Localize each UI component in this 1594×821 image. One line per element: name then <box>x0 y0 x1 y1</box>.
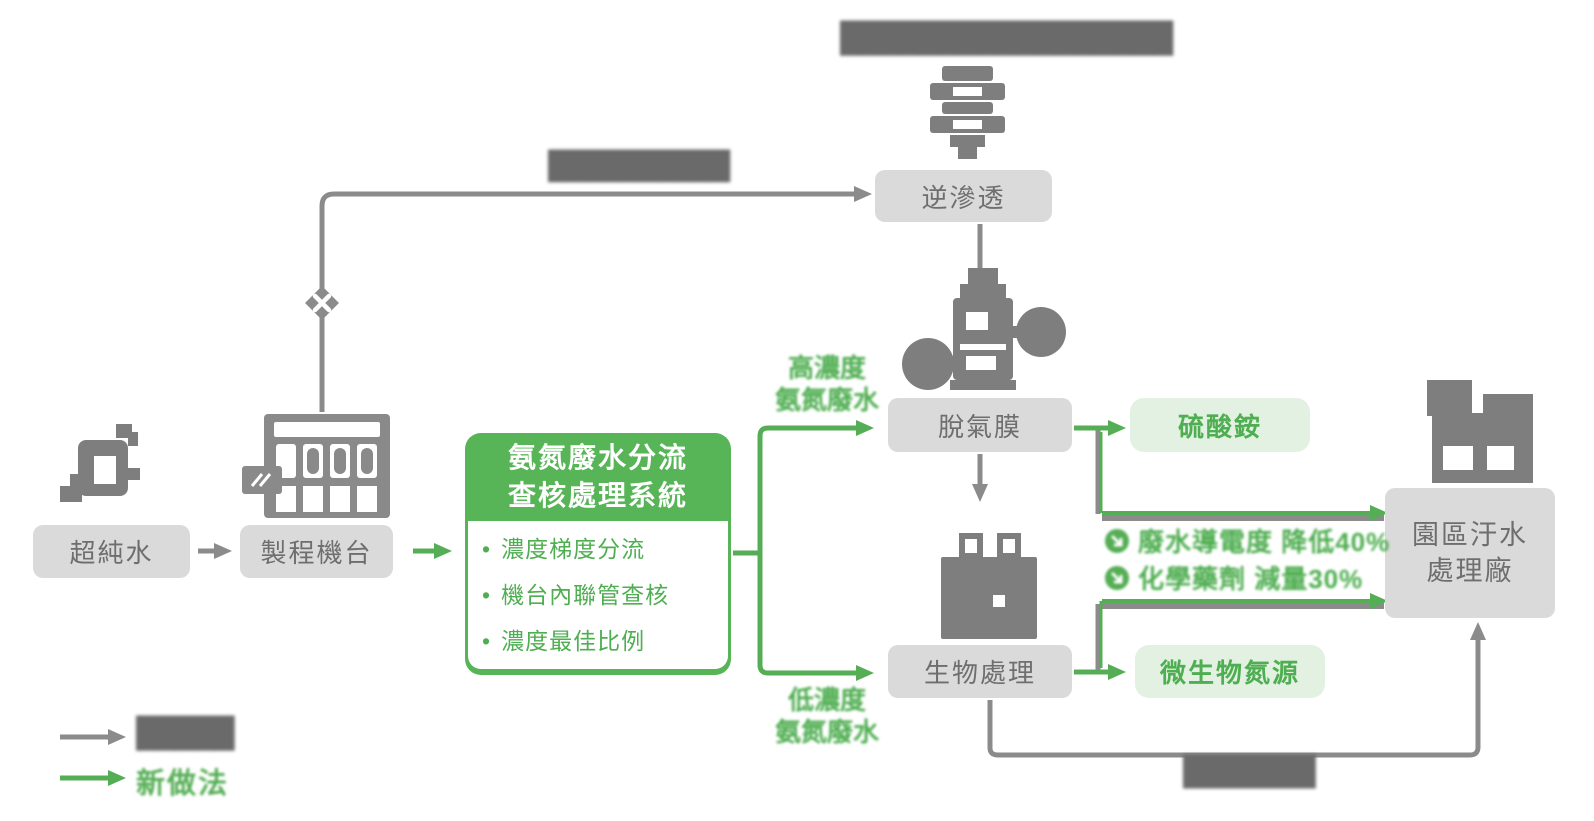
arrow-down-right-icon <box>1105 565 1129 590</box>
node-process-tool: 製程機台 <box>240 525 393 578</box>
system-to-bio-line <box>757 553 874 681</box>
node-microbe-nitrogen: 微生物氮源 <box>1135 645 1325 698</box>
diagram-title-redacted: █████████████████ <box>840 22 1173 54</box>
bullet-dot-icon <box>482 526 501 572</box>
node-bio-treatment-label: 生物處理 <box>923 658 1036 688</box>
process-tool-cabinet-icon <box>242 414 390 518</box>
legend-old-method-label: █████ <box>136 717 235 749</box>
benefit-row-2: 化學藥劑 減量30% <box>1104 559 1363 596</box>
node-park-wwtp: 園區汙水 處理廠 <box>1385 488 1555 618</box>
node-process-tool-label: 製程機台 <box>260 538 373 568</box>
node-degas-membrane-label: 脫氣膜 <box>937 411 1022 442</box>
benefit-2-label: 化學藥劑 減量30% <box>1138 564 1364 594</box>
node-reverse-osmosis: 逆滲透 <box>875 170 1052 222</box>
node-microbe-nitrogen-label: 微生物氮源 <box>1159 658 1300 688</box>
node-reverse-osmosis-label: 逆滲透 <box>921 182 1006 213</box>
discharge-label-redacted: ███████ <box>1183 755 1316 786</box>
system-box: 氨氮廢水分流 查核處理系統 濃度梯度分流 機台內聯管查核 濃度最佳比例 <box>465 433 731 675</box>
node-bio-treatment: 生物處理 <box>888 645 1072 698</box>
system-bullet-3: 濃度最佳比例 <box>482 618 728 664</box>
high-concentration-label: 高濃度 氨氮廢水 <box>774 353 879 415</box>
node-degas-membrane: 脫氣膜 <box>888 398 1072 452</box>
arrow-down-right-icon <box>1105 528 1129 553</box>
system-bullet-1: 濃度梯度分流 <box>482 526 728 572</box>
node-ultrapure-water: 超純水 <box>33 525 190 578</box>
old-route-line <box>319 186 872 412</box>
system-box-body: 濃度梯度分流 機台內聯管查核 濃度最佳比例 <box>468 521 728 669</box>
node-ultrapure-water-label: 超純水 <box>69 538 154 568</box>
benefit-1-label: 廢水導電度 降低40% <box>1138 527 1391 557</box>
tank-icon <box>941 533 1037 639</box>
node-ammonium-sulfate-label: 硫酸銨 <box>1177 411 1262 442</box>
node-park-wwtp-label: 園區汙水 處理廠 <box>1412 520 1528 586</box>
water-plug-icon <box>60 424 140 502</box>
benefit-row-1: 廢水導電度 降低40% <box>1104 522 1390 559</box>
blocked-route-x-icon <box>305 286 339 320</box>
bullet-dot-icon <box>482 618 501 664</box>
wwtp-factory-icon <box>1427 380 1533 483</box>
old-route-label-redacted: ██████████ <box>548 150 730 180</box>
legend-new-method-label: 新做法 <box>136 768 230 800</box>
system-bullet-1-label: 濃度梯度分流 <box>501 536 646 562</box>
bio-to-wwtp-line <box>987 622 1486 758</box>
system-bullet-2: 機台內聯管查核 <box>482 572 728 618</box>
system-to-degas-line <box>757 420 874 553</box>
system-bullet-2-label: 機台內聯管查核 <box>501 582 670 608</box>
node-ammonium-sulfate: 硫酸銨 <box>1130 398 1310 452</box>
system-bullet-3-label: 濃度最佳比例 <box>501 628 646 654</box>
low-concentration-label: 低濃度 氨氮廢水 <box>774 685 879 747</box>
ro-equipment-icon <box>930 66 1005 159</box>
system-box-title: 氨氮廢水分流 查核處理系統 <box>507 442 688 511</box>
bullet-dot-icon <box>482 572 501 618</box>
pump-icon <box>902 268 1066 390</box>
